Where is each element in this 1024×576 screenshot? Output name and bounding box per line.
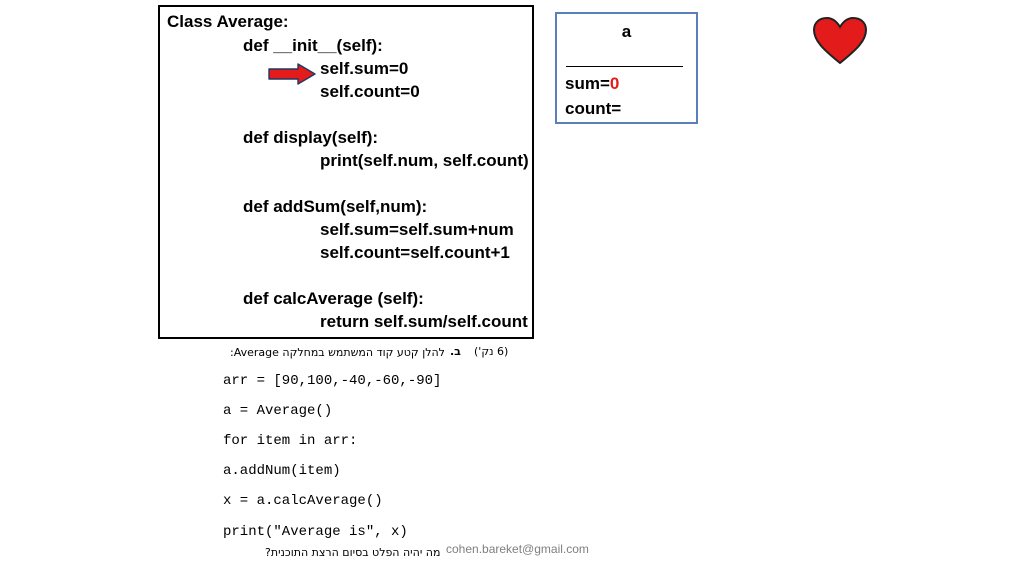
code-line-instance: a = Average() (223, 403, 333, 419)
question-letter: ב. (450, 345, 461, 358)
code-line-print: print("Average is", x) (223, 524, 408, 540)
calcaverage-return-line: return self.sum/self.count (320, 312, 528, 331)
display-method-def: def display(self): (243, 128, 379, 147)
init-sum-line: self.sum=0 (320, 59, 409, 78)
addsum-sum-line: self.sum=self.sum+num (320, 220, 514, 239)
code-line-addnum: a.addNum(item) (223, 463, 341, 479)
right-arrow-icon (268, 63, 316, 85)
question-instruction: להלן קטע קוד המשתמש במחלקה Average: (230, 346, 445, 359)
code-line-calc: x = a.calcAverage() (223, 493, 383, 509)
footer-email: cohen.bareket@gmail.com (446, 542, 589, 556)
heart-icon (812, 17, 868, 65)
sum-value: 0 (609, 74, 620, 93)
object-memory-box: a sum=0 count= (555, 12, 698, 124)
code-line-for: for item in arr: (223, 433, 358, 449)
class-code-box (158, 5, 534, 339)
sum-field: sum=0 (565, 74, 619, 94)
addsum-method-def: def addSum(self,num): (243, 197, 428, 216)
object-name-underline (566, 66, 683, 67)
calcaverage-method-def: def calcAverage (self): (243, 289, 424, 308)
code-line-arr: arr = [90,100,-40,-60,-90] (223, 373, 442, 389)
object-name: a (621, 22, 632, 41)
sum-label: sum= (565, 74, 610, 93)
init-count-line: self.count=0 (320, 82, 420, 101)
question-points: (6 נק') (474, 345, 509, 358)
init-method-def: def __init__(self): (243, 36, 383, 55)
addsum-count-line: self.count=self.count+1 (320, 243, 510, 262)
display-print-line: print(self.num, self.count) (320, 151, 529, 170)
question-closing: מה יהיה הפלט בסיום הרצת התוכנית? (265, 546, 441, 559)
class-declaration: Class Average: (167, 12, 289, 31)
count-label: count= (565, 99, 622, 118)
